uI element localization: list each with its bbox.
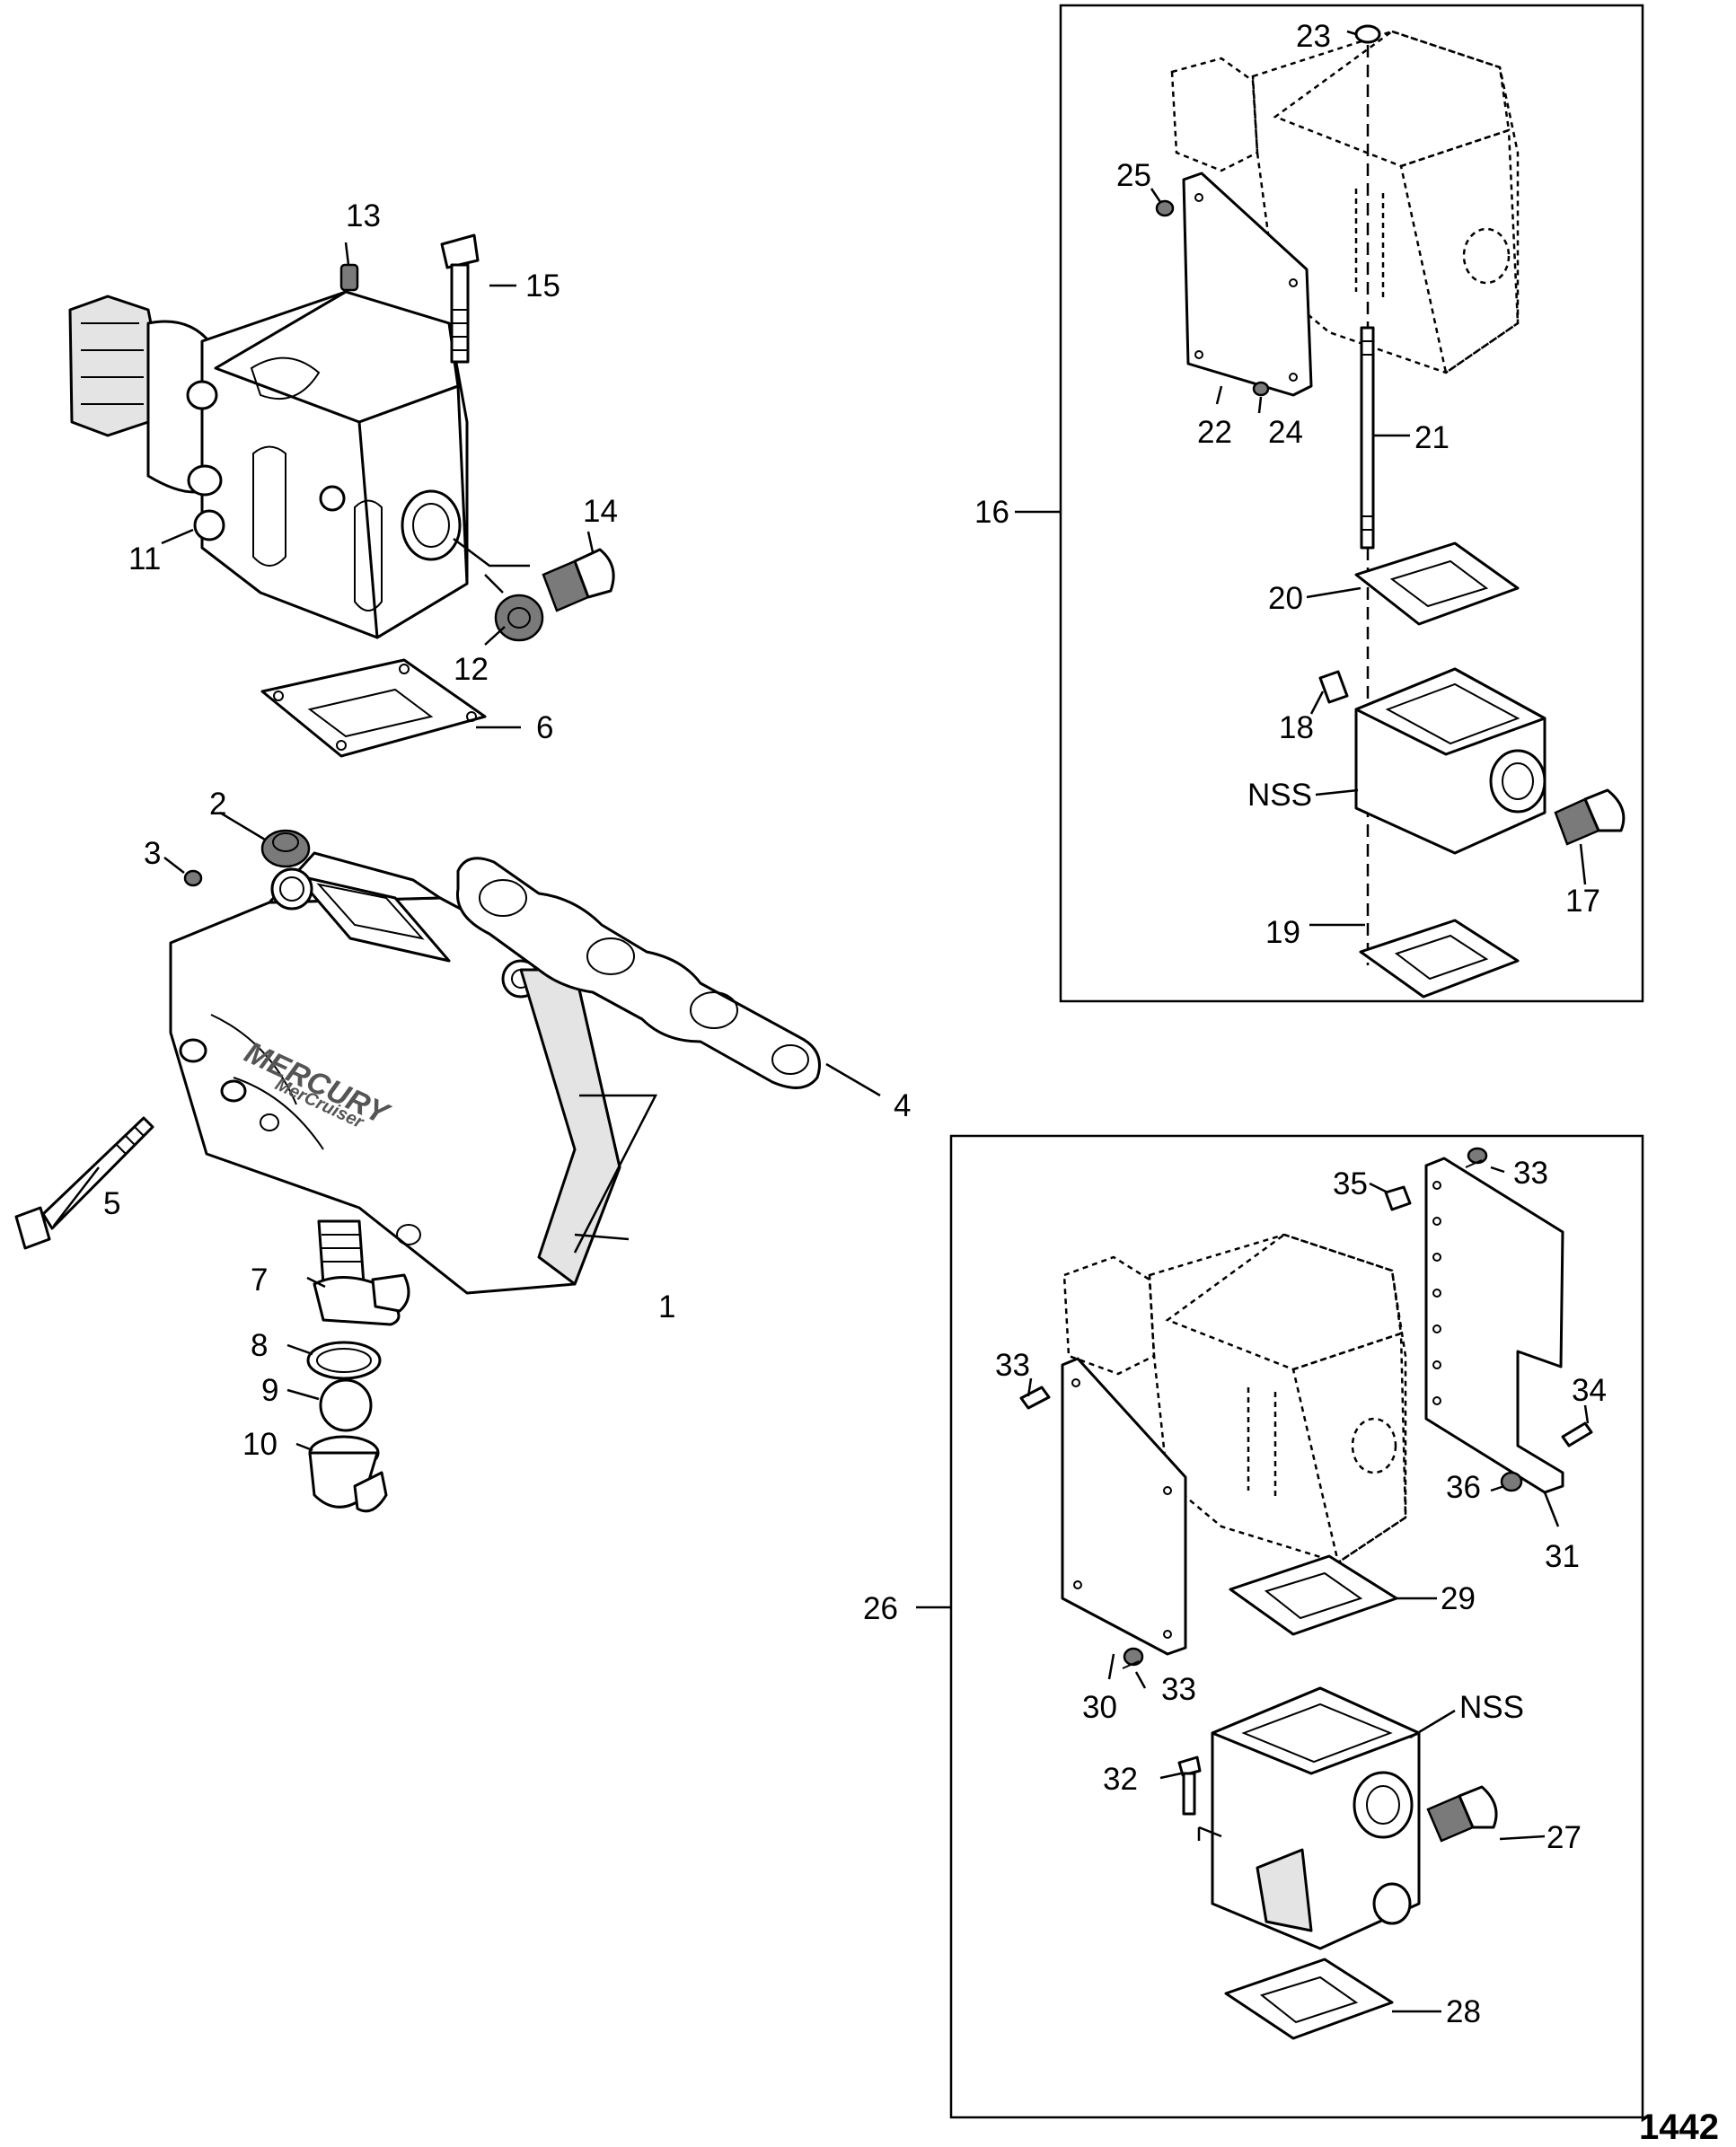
- callout-18: 18: [1279, 710, 1314, 745]
- callout-32: 32: [1103, 1762, 1138, 1797]
- inset-frame-16: [1059, 4, 1644, 1003]
- callout-36: 36: [1446, 1470, 1481, 1505]
- callout-nss-1: NSS: [1247, 778, 1312, 813]
- callout-16: 16: [974, 495, 1009, 530]
- callout-31: 31: [1545, 1539, 1580, 1574]
- ghost-elbow-inset-16: [1170, 30, 1520, 375]
- callout-13: 13: [346, 198, 381, 233]
- gasket-19: [1359, 919, 1520, 999]
- figure-number: 1442: [1639, 2107, 1719, 2147]
- callout-28: 28: [1446, 1994, 1481, 2029]
- plug-3: [183, 869, 203, 887]
- callout-9: 9: [261, 1373, 278, 1408]
- spacer-nss-1: [1354, 667, 1547, 855]
- callout-nss-2: NSS: [1459, 1690, 1524, 1725]
- bolt-15: [440, 233, 480, 364]
- callout-20: 20: [1268, 581, 1303, 616]
- nut-35: [1384, 1185, 1412, 1211]
- callout-26: 26: [863, 1591, 898, 1626]
- fitting-18: [1318, 670, 1349, 704]
- gasket-6: [260, 658, 487, 758]
- washer-23: [1354, 24, 1381, 44]
- set-screw-13: [339, 263, 359, 292]
- screw-33-left: [1019, 1386, 1051, 1410]
- screw-33-bottom: [1122, 1647, 1144, 1669]
- callout-4: 4: [894, 1088, 911, 1123]
- callout-25: 25: [1116, 158, 1151, 193]
- spacer-nss-2: [1211, 1686, 1421, 1950]
- callout-5: 5: [103, 1186, 120, 1221]
- callout-10: 10: [242, 1427, 278, 1462]
- nut-36: [1500, 1471, 1523, 1492]
- check-ball-9: [319, 1378, 373, 1432]
- callout-27: 27: [1547, 1820, 1582, 1855]
- callout-17: 17: [1565, 884, 1600, 919]
- pipe-plug-2: [260, 829, 311, 868]
- stud-21: [1360, 326, 1375, 550]
- callout-33-top: 33: [1513, 1156, 1548, 1191]
- hose-fitting-17: [1554, 788, 1626, 846]
- cover-plate-30: [1061, 1357, 1187, 1656]
- drain-fitting-7: [313, 1219, 410, 1326]
- callout-2: 2: [209, 787, 226, 822]
- callout-11: 11: [128, 541, 161, 576]
- manifold-gasket-4: [455, 857, 821, 1089]
- screw-25: [1155, 199, 1175, 217]
- ghost-elbow-inset-26: [1062, 1233, 1407, 1565]
- gasket-29: [1229, 1554, 1398, 1636]
- callout-3: 3: [144, 836, 161, 871]
- exhaust-manifold-1: MERCURY MerCruiser: [169, 851, 621, 1295]
- callout-30: 30: [1082, 1690, 1117, 1725]
- callout-14: 14: [583, 494, 618, 529]
- exhaust-elbow-11: [68, 290, 469, 639]
- callout-35: 35: [1333, 1166, 1368, 1201]
- gasket-20: [1354, 541, 1520, 626]
- callout-15: 15: [525, 268, 560, 304]
- plate-31: [1424, 1157, 1564, 1494]
- o-ring-8: [306, 1341, 382, 1380]
- callout-23: 23: [1296, 19, 1331, 54]
- callout-24: 24: [1268, 415, 1303, 450]
- callout-labels: 1 2 3 4 5 6 7 8 9 10 11 12 13 14 15 16 1…: [103, 19, 1607, 2029]
- callout-22: 22: [1197, 415, 1232, 450]
- callout-12: 12: [454, 652, 489, 687]
- callout-7: 7: [251, 1263, 268, 1298]
- callout-8: 8: [251, 1328, 268, 1363]
- callout-33-bottom: 33: [1161, 1672, 1196, 1707]
- drain-elbow-10: [308, 1435, 388, 1513]
- leader-lines: [53, 30, 1590, 2013]
- gasket-28: [1224, 1958, 1394, 2040]
- screw-33-top: [1465, 1147, 1488, 1168]
- callout-33-left: 33: [995, 1348, 1030, 1383]
- hose-fitting-14: [542, 548, 615, 612]
- callout-29: 29: [1441, 1581, 1476, 1616]
- bolt-5: [14, 1116, 154, 1250]
- plug-12: [494, 594, 544, 642]
- screw-34: [1561, 1421, 1593, 1447]
- inset-frame-26: [949, 1134, 1644, 2119]
- bolt-32: [1177, 1755, 1202, 1816]
- callout-19: 19: [1265, 915, 1300, 950]
- callout-6: 6: [536, 710, 553, 745]
- callout-34: 34: [1572, 1373, 1607, 1408]
- hose-fitting-27: [1426, 1785, 1498, 1843]
- cover-plate-22: [1182, 172, 1313, 397]
- callout-1: 1: [658, 1289, 675, 1324]
- screw-24: [1252, 381, 1270, 397]
- callout-21: 21: [1414, 420, 1450, 455]
